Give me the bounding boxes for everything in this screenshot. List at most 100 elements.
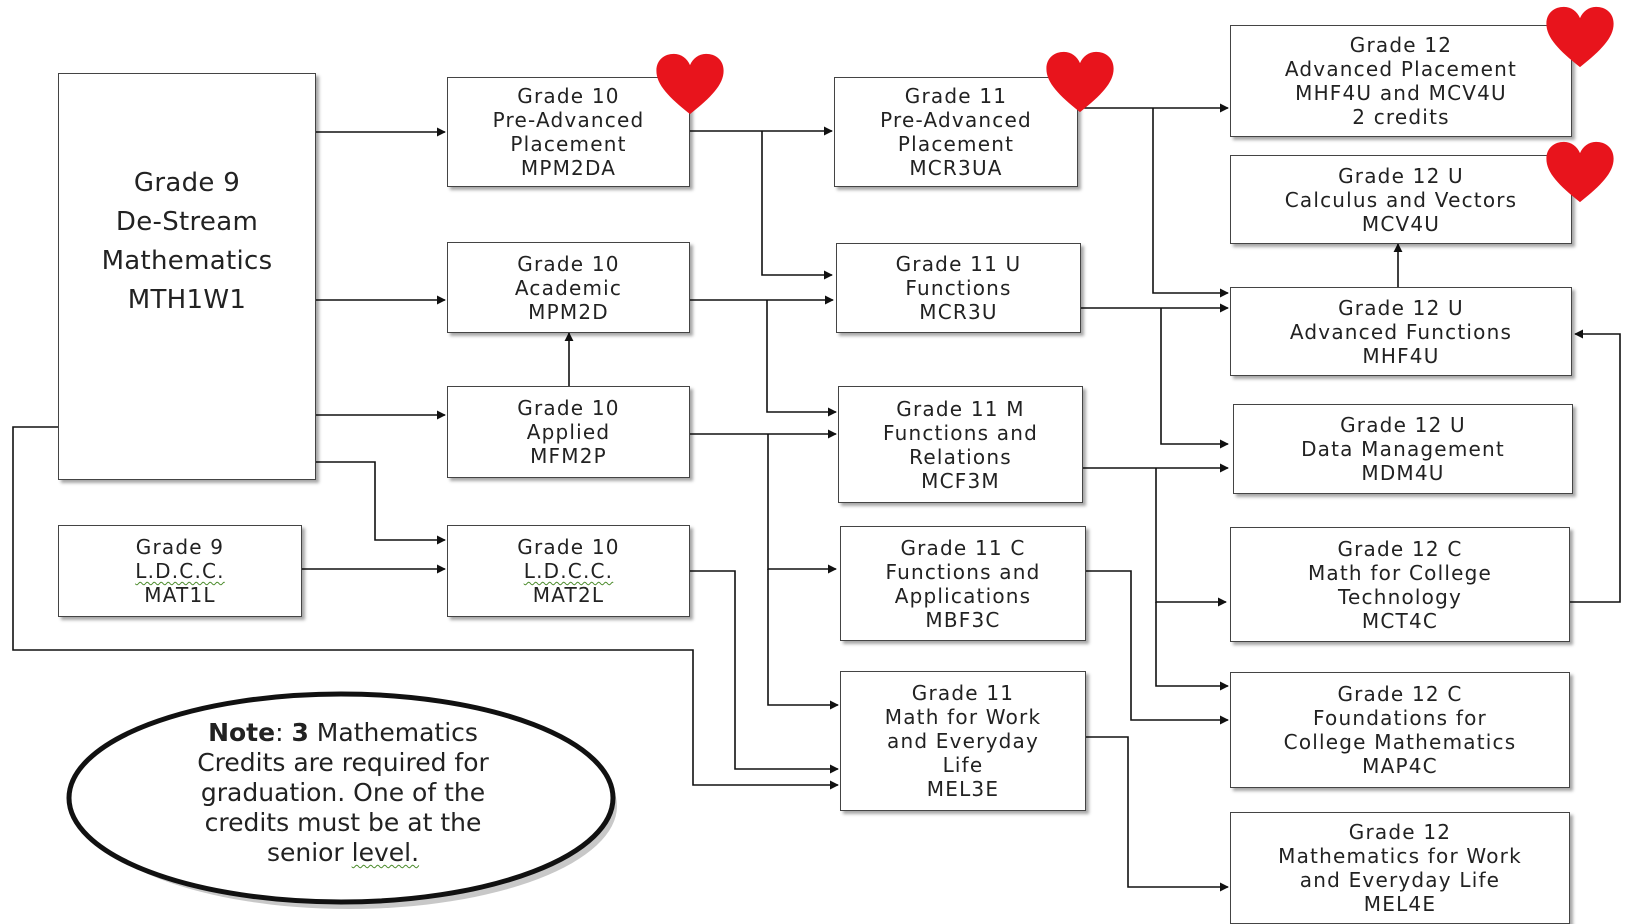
connector-arrow <box>767 434 837 574</box>
box-line: Mathematics for Work <box>1278 844 1522 868</box>
note-line-5: senior level. <box>266 838 420 867</box>
box-line: L.D.C.C. <box>135 559 225 583</box>
box-line: Mathematics <box>101 245 273 276</box>
connector-arrow <box>1155 468 1227 607</box>
box-line: Advanced Placement <box>1284 57 1518 81</box>
box-line: Grade 12 U <box>1340 413 1466 437</box>
box-line: Applied <box>526 420 611 444</box>
box-line: MAT1L <box>144 583 216 607</box>
box-line: Grade 12 <box>1348 820 1452 844</box>
box-line: MAP4C <box>1362 754 1438 778</box>
box-line: MHF4U and MCV4U <box>1295 81 1507 105</box>
box-line: College Mathematics <box>1283 730 1517 754</box>
box-line: Grade 12 U <box>1338 163 1464 188</box>
box-line: Grade 12 C <box>1337 682 1463 706</box>
box-line: MPM2D <box>528 299 609 324</box>
box-line: Grade 10 <box>517 251 620 276</box>
box-line: MFM2P <box>530 444 607 468</box>
box-line: MTH1W1 <box>127 284 247 315</box>
box-line: and Everyday <box>886 729 1039 753</box>
box-line: Grade 9 <box>133 167 241 198</box>
note-line-4: credits must be at the <box>204 808 482 837</box>
box-line: MBF3C <box>925 607 1001 632</box>
box-line: MDM4U <box>1361 461 1445 485</box>
box-line: Grade 12 <box>1349 33 1453 57</box>
connector-arrow <box>1086 736 1229 892</box>
box-line: Grade 11 M <box>896 396 1025 421</box>
box-line: Foundations for <box>1313 706 1487 730</box>
box-line: Functions <box>905 276 1012 300</box>
box-line: MCR3U <box>919 300 998 324</box>
box-line: Placement <box>510 132 627 156</box>
box-line: Grade 11 U <box>895 252 1022 276</box>
note-ellipse <box>66 691 617 909</box>
box-line: Grade 12 C <box>1337 536 1463 561</box>
box-line: Data Management <box>1301 437 1505 461</box>
connector-arrow <box>761 131 833 280</box>
connector-arrow <box>1152 108 1229 298</box>
box-line: MCV4U <box>1361 211 1441 236</box>
box-line: Grade 10 <box>517 396 620 420</box>
box-line: Math for Work <box>884 705 1042 729</box>
box-line: Pre-Advanced <box>492 108 645 132</box>
graduation-note: Note: 3 Mathematics Credits are required… <box>128 718 558 868</box>
connector-arrow <box>690 570 839 774</box>
box-line: Grade 9 <box>135 535 225 559</box>
box-line: MCT4C <box>1361 608 1439 633</box>
box-line: Pre-Advanced <box>880 108 1032 132</box>
box-line: Grade 10 <box>517 535 620 559</box>
connector-arrow <box>1086 570 1229 725</box>
box-line: MEL3E <box>926 777 1000 801</box>
box-line: Grade 11 C <box>900 535 1026 560</box>
box-line: Grade 12 U <box>1338 295 1464 320</box>
heart-icon <box>1546 141 1614 203</box>
box-line: De-Stream <box>115 206 259 237</box>
connector-arrow <box>1570 329 1621 603</box>
box-line: Placement <box>897 132 1015 156</box>
box-line: Academic <box>514 275 623 300</box>
note-line-2: Credits are required for <box>197 748 489 777</box>
connector-arrow <box>316 461 446 545</box>
box-line: Functions and <box>885 559 1041 584</box>
heart-icon <box>1046 51 1114 113</box>
box-line: MPM2DA <box>520 156 617 180</box>
box-line: Applications <box>894 583 1032 608</box>
box-line: Technology <box>1337 584 1463 609</box>
connector-arrow <box>12 426 839 790</box>
box-line: Relations <box>909 444 1012 469</box>
box-line: Life <box>942 753 984 777</box>
note-line-3: graduation. One of the <box>200 778 486 807</box>
connector-arrow <box>1160 308 1229 449</box>
connector-arrow <box>766 300 837 417</box>
box-line: Advanced Functions <box>1289 319 1513 344</box>
box-line: Grade 10 <box>517 84 620 108</box>
connector-arrow <box>767 569 839 710</box>
box-line: Math for College <box>1307 560 1493 585</box>
box-line: Grade 11 <box>904 84 1008 108</box>
heart-icon <box>1546 6 1614 68</box>
note-line-1: Note: 3 Mathematics <box>208 718 478 747</box>
box-line: 2 credits <box>1352 105 1450 129</box>
box-line: MCF3M <box>921 468 1000 493</box>
box-line: Functions and <box>882 420 1039 445</box>
box-line: L.D.C.C. <box>523 559 614 583</box>
box-line: MAT2L <box>532 583 605 607</box>
box-line: MHF4U <box>1362 343 1440 368</box>
